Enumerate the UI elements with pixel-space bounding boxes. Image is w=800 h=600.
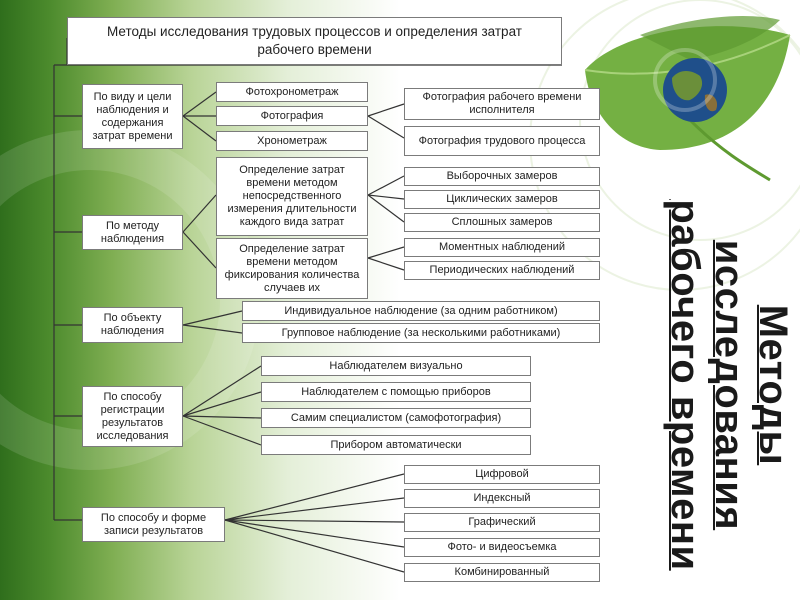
connector — [224, 519, 405, 548]
connector — [182, 115, 217, 142]
connector — [367, 257, 405, 271]
connector — [182, 194, 217, 233]
connector — [182, 415, 262, 419]
connector — [224, 497, 405, 521]
recording-photo-video: Фото- и видеосъемка — [404, 538, 600, 557]
registration-automatic: Прибором автоматически — [261, 435, 531, 455]
connector — [182, 91, 217, 117]
diagram-title: Методы исследования трудовых процессов и… — [67, 17, 562, 65]
connector — [224, 473, 405, 521]
connector — [367, 194, 405, 223]
method-photochronometry: Фотохронометраж — [216, 82, 368, 102]
category-view-purpose: По виду и цели наблюдения и содержания з… — [82, 84, 183, 149]
recording-digital: Цифровой — [404, 465, 600, 484]
decor-arc — [0, 130, 260, 470]
connector — [182, 391, 262, 417]
method-photography: Фотография — [216, 106, 368, 126]
method-chronometry: Хронометраж — [216, 131, 368, 151]
connector — [224, 519, 405, 523]
method-fixation: Определение затрат времени методом фикси… — [216, 238, 368, 299]
connector — [182, 310, 243, 326]
method-direct-measurement: Определение затрат времени методом непос… — [216, 157, 368, 236]
category-observation-method: По методу наблюдения — [82, 215, 183, 250]
connector — [182, 365, 262, 417]
recording-graphic: Графический — [404, 513, 600, 532]
category-recording-form: По способу и форме записи результатов — [82, 507, 225, 542]
observation-momentary: Моментных наблюдений — [404, 238, 600, 257]
registration-self-photography: Самим специалистом (самофотография) — [261, 408, 531, 428]
category-registration-method: По способу регистрации результатов иссле… — [82, 386, 183, 447]
measurement-selective: Выборочных замеров — [404, 167, 600, 186]
object-individual: Индивидуальное наблюдение (за одним рабо… — [242, 301, 600, 321]
side-title-line-2: исследования — [707, 239, 751, 531]
connector — [224, 519, 405, 573]
measurement-cyclic: Циклических замеров — [404, 190, 600, 209]
recording-index: Индексный — [404, 489, 600, 508]
photo-type-labor-process: Фотография трудового процесса — [404, 126, 600, 156]
object-group: Групповое наблюдение (за несколькими раб… — [242, 323, 600, 343]
connector — [367, 103, 405, 117]
side-title-line-1: Методы — [751, 304, 795, 466]
leaf-globe-illustration — [584, 15, 791, 182]
registration-visual: Наблюдателем визуально — [261, 356, 531, 376]
connector — [367, 175, 405, 196]
side-title: Методы исследования рабочего времени — [645, 180, 795, 590]
connector — [182, 231, 217, 269]
side-title-line-3: рабочего времени — [663, 199, 707, 571]
connector — [182, 324, 243, 334]
photo-type-worker-time: Фотография рабочего времени исполнителя — [404, 88, 600, 120]
connector — [367, 246, 405, 259]
observation-periodic: Периодических наблюдений — [404, 261, 600, 280]
connector — [182, 415, 262, 446]
connector — [367, 115, 405, 139]
recording-combined: Комбинированный — [404, 563, 600, 582]
category-observation-object: По объекту наблюдения — [82, 307, 183, 343]
connectors — [53, 38, 562, 573]
decor-circle — [579, 0, 800, 241]
registration-instruments: Наблюдателем с помощью приборов — [261, 382, 531, 402]
measurement-continuous: Сплошных замеров — [404, 213, 600, 232]
connector — [367, 194, 405, 200]
